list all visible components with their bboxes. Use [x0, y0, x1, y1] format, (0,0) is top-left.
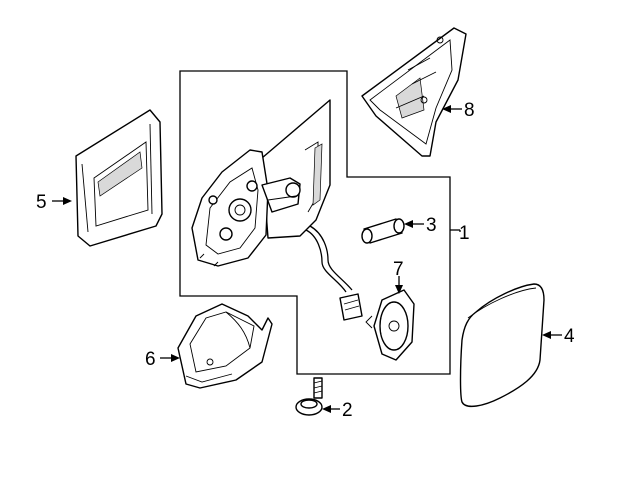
assembly-boundary	[179, 70, 451, 375]
part-4-mirror-glass	[459, 283, 545, 408]
part-3-cylinder	[361, 218, 405, 244]
callout-4: 4	[564, 326, 575, 347]
callout-3: 3	[426, 215, 437, 236]
leader-lines	[52, 105, 562, 413]
part-7-motor	[365, 289, 415, 361]
part-6-lower-cover	[177, 303, 273, 389]
callout-1: 1	[459, 223, 470, 244]
callout-2: 2	[342, 400, 353, 421]
callout-5: 5	[36, 192, 47, 213]
part-8-bracket	[361, 27, 467, 157]
part-2-bolt	[295, 377, 323, 416]
callout-6: 6	[145, 349, 156, 370]
wire-harness	[305, 225, 363, 321]
callout-7: 7	[393, 259, 404, 280]
mirror-housing-assembly	[191, 99, 331, 267]
callout-8: 8	[464, 100, 475, 121]
part-5-cover-frame	[75, 109, 163, 247]
